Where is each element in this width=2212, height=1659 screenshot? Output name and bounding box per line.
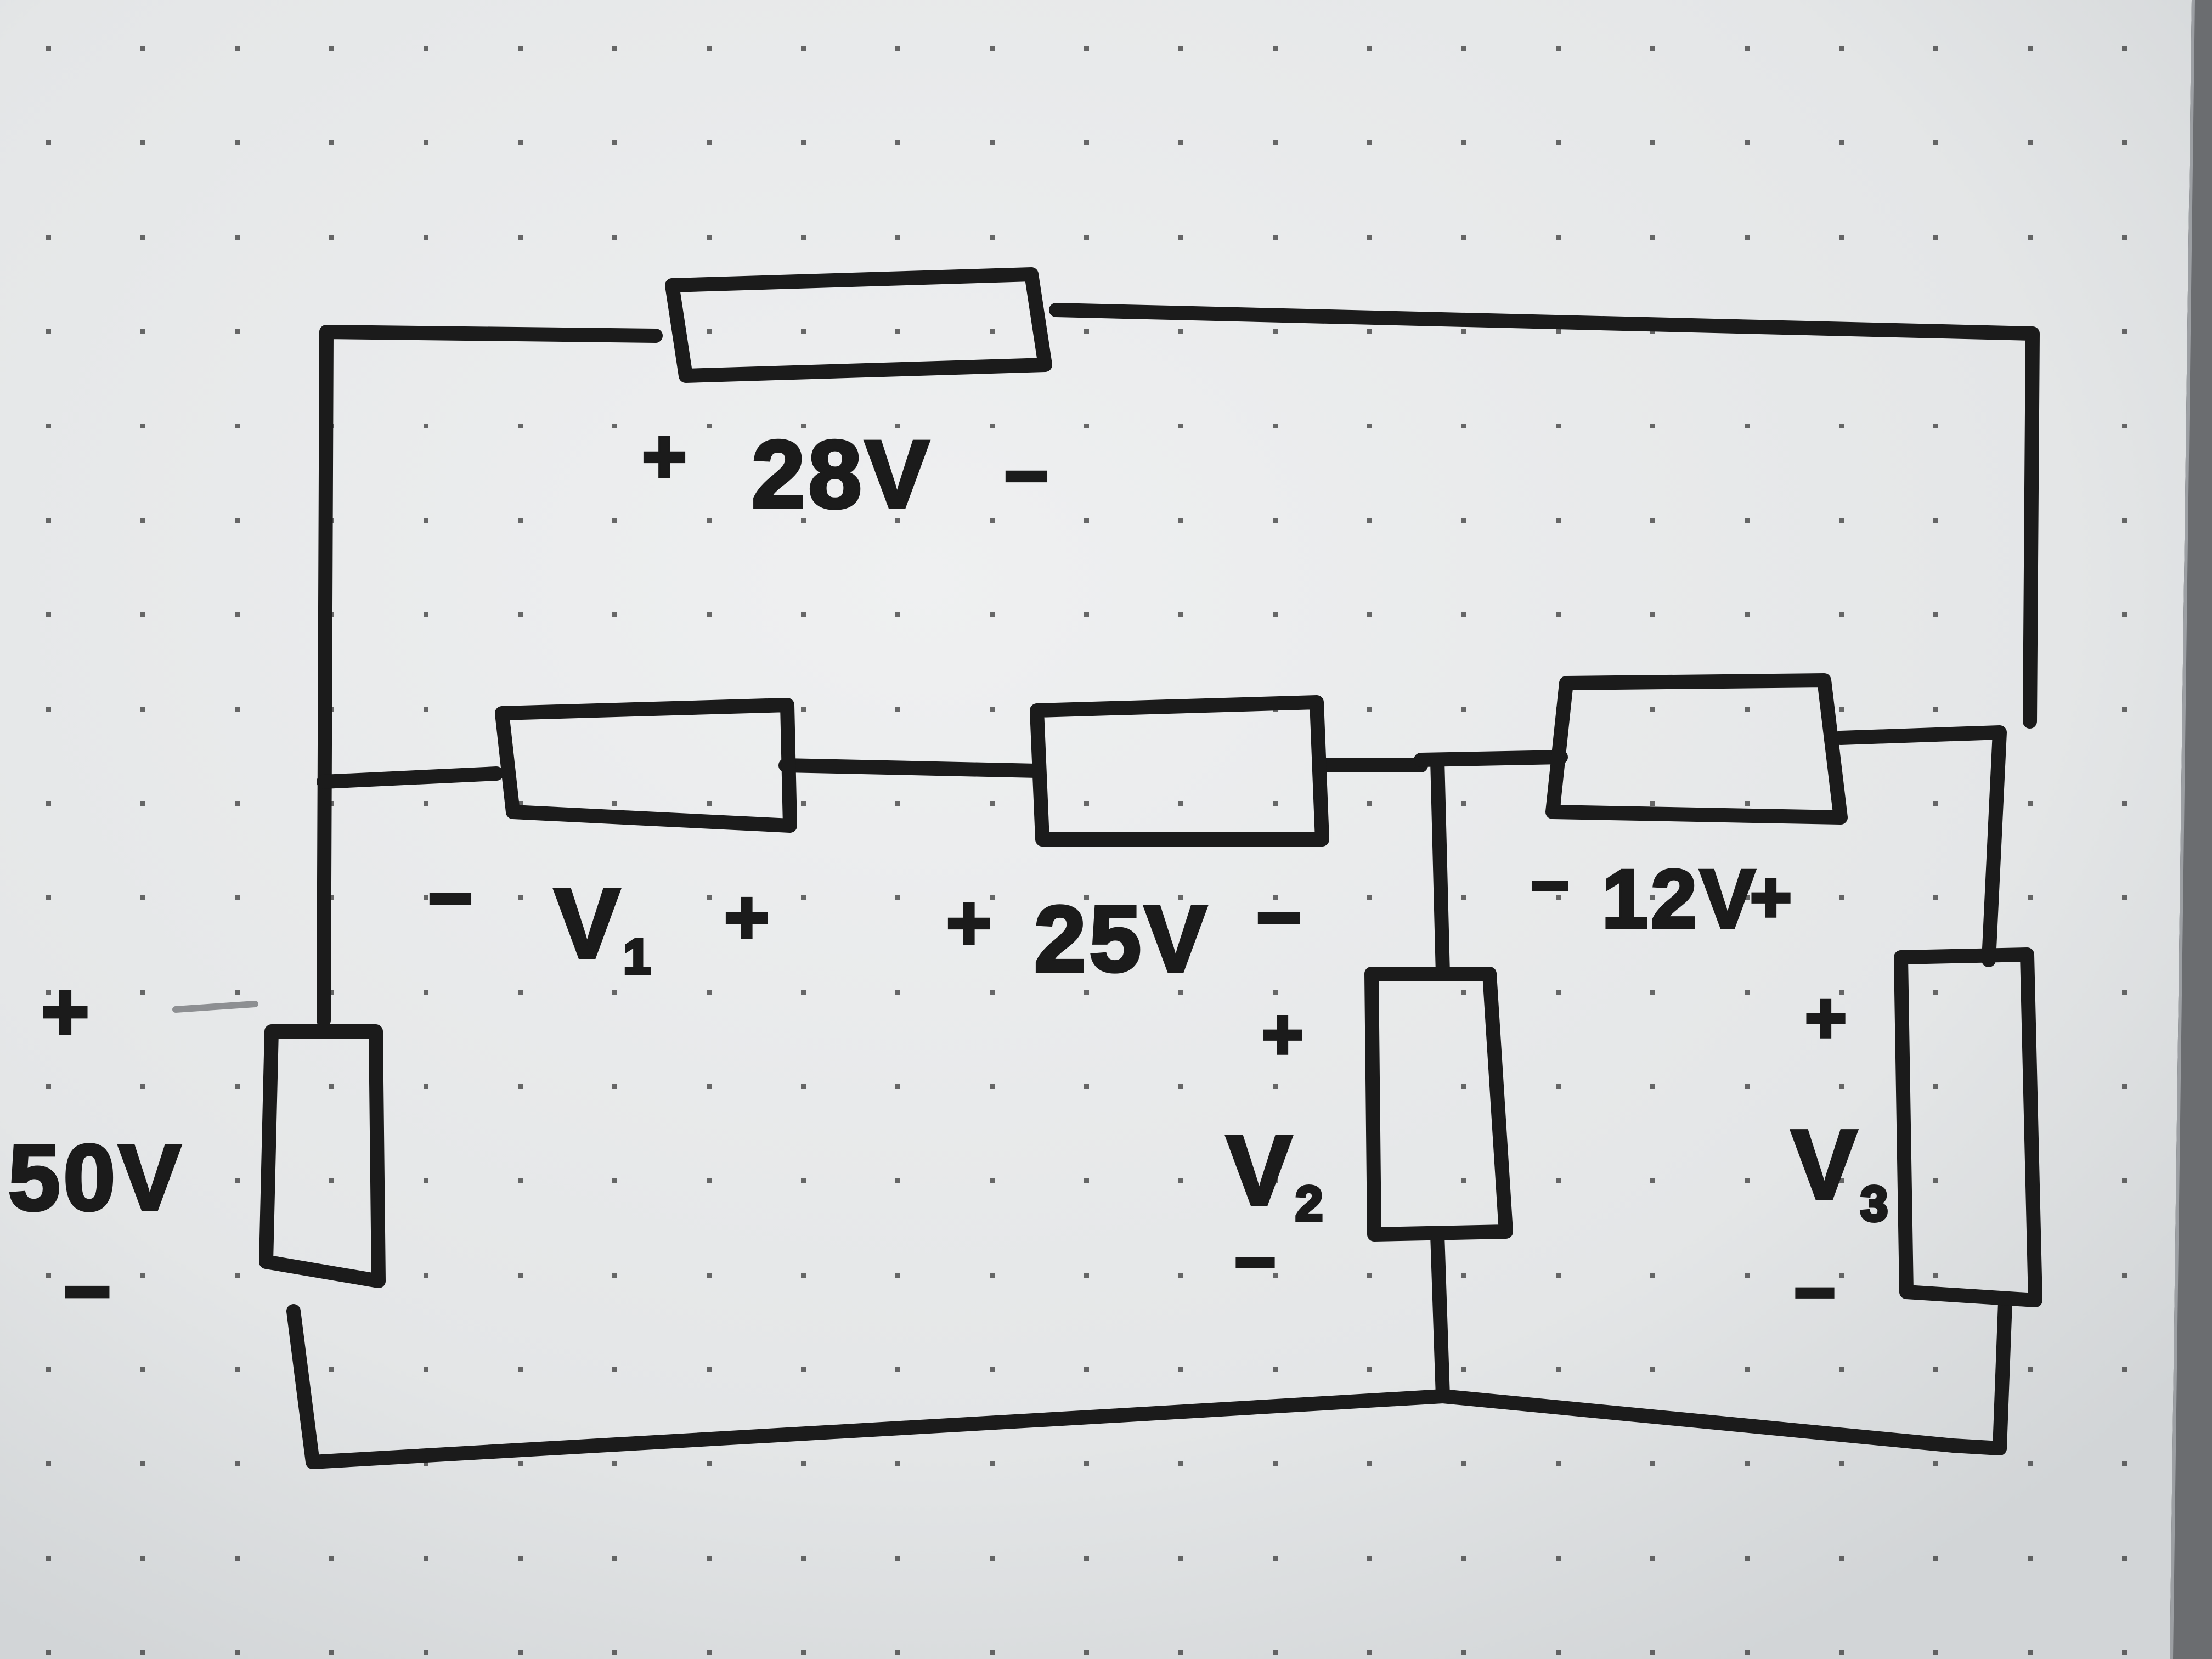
bottom-wire	[286, 1304, 2007, 1469]
resistor-12v	[1545, 673, 1848, 825]
v2-plus-sign: +	[1262, 994, 1307, 1074]
resistor-v2	[1364, 967, 1513, 1242]
wire-left-to-r1	[317, 766, 504, 789]
wire-r5-bottom	[1993, 1296, 2012, 1455]
v2-label: V2	[1226, 1115, 1326, 1232]
mid-minus-sign: −	[1256, 874, 1305, 960]
wire-node-down-to-r4	[1430, 753, 1450, 981]
top-wire-right	[1049, 303, 2040, 729]
v1-letter: V	[554, 868, 623, 979]
resistor-v1	[495, 698, 797, 833]
v3-plus-sign: +	[1805, 978, 1850, 1058]
wire-r4-bottom	[1430, 1227, 1450, 1403]
v3-subscript: 3	[1860, 1177, 1891, 1232]
right-minus-sign: −	[1531, 849, 1572, 922]
v3-label: V3	[1791, 1110, 1891, 1232]
board-frame	[2170, 0, 2212, 1659]
v1-plus-sign: +	[724, 874, 772, 960]
top-resistor-voltage: 28V	[752, 421, 932, 528]
resistor-source	[259, 1024, 386, 1288]
top-wire-left	[317, 325, 663, 1028]
wire-r3-to-right	[1833, 725, 2007, 967]
top-plus-sign: +	[642, 413, 690, 499]
smudge-mark	[172, 1001, 258, 1013]
wire-r1-to-r2	[778, 758, 1044, 778]
top-minus-sign: −	[1004, 432, 1052, 518]
v1-label: V1	[554, 868, 654, 985]
v1-minus-sign: −	[428, 855, 476, 941]
v1-subscript: 1	[623, 930, 654, 985]
v2-minus-sign: −	[1234, 1222, 1279, 1302]
source-voltage: 50V	[8, 1126, 184, 1230]
resistor-v3	[1894, 947, 2042, 1307]
resistor-top	[665, 267, 1052, 383]
v2-letter: V	[1226, 1115, 1295, 1226]
mid-resistor-voltage: 25V	[1034, 887, 1210, 991]
source-plus-sign: +	[41, 965, 93, 1057]
v3-letter: V	[1791, 1110, 1860, 1220]
source-minus-sign: −	[63, 1245, 115, 1337]
frame-highlight	[2170, 0, 2195, 1659]
right-resistor-voltage: 12V	[1602, 853, 1758, 945]
mid-plus-sign: +	[946, 879, 995, 966]
resistor-25v	[1030, 695, 1329, 847]
right-plus-sign: +	[1750, 857, 1795, 937]
v2-subscript: 2	[1295, 1177, 1326, 1232]
v3-minus-sign: −	[1794, 1252, 1839, 1332]
